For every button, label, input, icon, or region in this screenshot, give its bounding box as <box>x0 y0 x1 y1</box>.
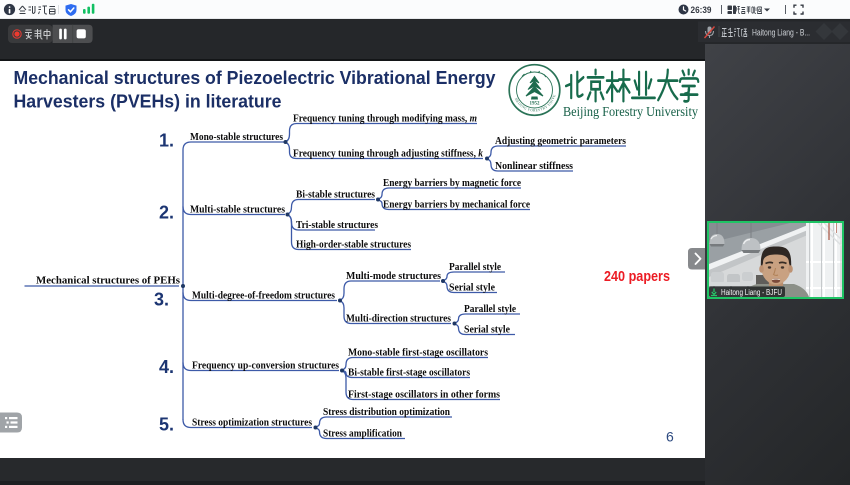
svg-text:2.: 2. <box>159 203 174 223</box>
svg-text:26:39: 26:39 <box>691 5 712 15</box>
svg-text:Mechanical structures of PEHs: Mechanical structures of PEHs <box>36 275 181 287</box>
svg-text:Haitong Liang - BJFU: Haitong Liang - BJFU <box>721 288 782 297</box>
svg-text:Energy barriers by mechanical: Energy barriers by mechanical force <box>383 199 530 211</box>
svg-text:Tri-stable structures: Tri-stable structures <box>296 219 379 231</box>
svg-text:Harvesters (PVEHs) in literatu: Harvesters (PVEHs) in literature <box>14 91 282 112</box>
svg-text:High-order-stable structures: High-order-stable structures <box>296 239 412 251</box>
svg-text:Multi-mode structures: Multi-mode structures <box>346 270 442 282</box>
svg-text:3.: 3. <box>154 290 169 310</box>
svg-text:Mechanical structures of Piezo: Mechanical structures of Piezoelectric V… <box>14 67 497 88</box>
svg-text:Serial style: Serial style <box>464 324 510 336</box>
svg-text:Energy barriers by magnetic fo: Energy barriers by magnetic force <box>383 177 521 189</box>
svg-text:Frequency tuning through adjus: Frequency tuning through adjusting stiff… <box>293 148 483 160</box>
svg-text:Beijing Forestry University: Beijing Forestry University <box>563 104 698 119</box>
svg-text:1.: 1. <box>159 131 174 151</box>
svg-text:Mono-stable structures: Mono-stable structures <box>190 131 284 143</box>
svg-text:Frequency up-conversion struct: Frequency up-conversion structures <box>192 360 340 372</box>
svg-text:Frequency tuning through modif: Frequency tuning through modifying mass,… <box>293 113 477 125</box>
svg-text:Nonlinear stiffness: Nonlinear stiffness <box>495 160 574 172</box>
svg-text:240 papers: 240 papers <box>604 268 670 285</box>
svg-text:Multi-stable structures: Multi-stable structures <box>190 204 286 216</box>
svg-text:Stress optimization structures: Stress optimization structures <box>192 417 313 429</box>
svg-text:Stress distribution optimizati: Stress distribution optimization <box>323 406 450 418</box>
svg-text:Bi-stable structures: Bi-stable structures <box>296 189 376 201</box>
svg-text:5.: 5. <box>159 415 174 435</box>
svg-text:Mono-stable first-stage oscill: Mono-stable first-stage oscillators <box>348 347 489 359</box>
svg-text:Haitong Liang - B...: Haitong Liang - B... <box>752 28 810 39</box>
svg-text:Bi-stable first-stage oscillat: Bi-stable first-stage oscillators <box>348 367 471 379</box>
svg-text:Stress amplification: Stress amplification <box>323 428 402 440</box>
svg-text:4.: 4. <box>159 357 174 377</box>
svg-text:Serial style: Serial style <box>449 282 495 294</box>
svg-text:First-stage oscillators in oth: First-stage oscillators in other forms <box>348 389 501 401</box>
svg-text:1952: 1952 <box>530 102 541 107</box>
svg-text:Multi-degree-of-freedom struct: Multi-degree-of-freedom structures <box>192 290 336 302</box>
svg-text:Parallel style: Parallel style <box>464 303 516 315</box>
svg-text:Multi-direction structures: Multi-direction structures <box>346 313 452 325</box>
svg-text:Parallel style: Parallel style <box>449 261 501 273</box>
svg-text:Adjusting geometric parameters: Adjusting geometric parameters <box>495 135 627 147</box>
svg-text:6: 6 <box>666 429 674 445</box>
